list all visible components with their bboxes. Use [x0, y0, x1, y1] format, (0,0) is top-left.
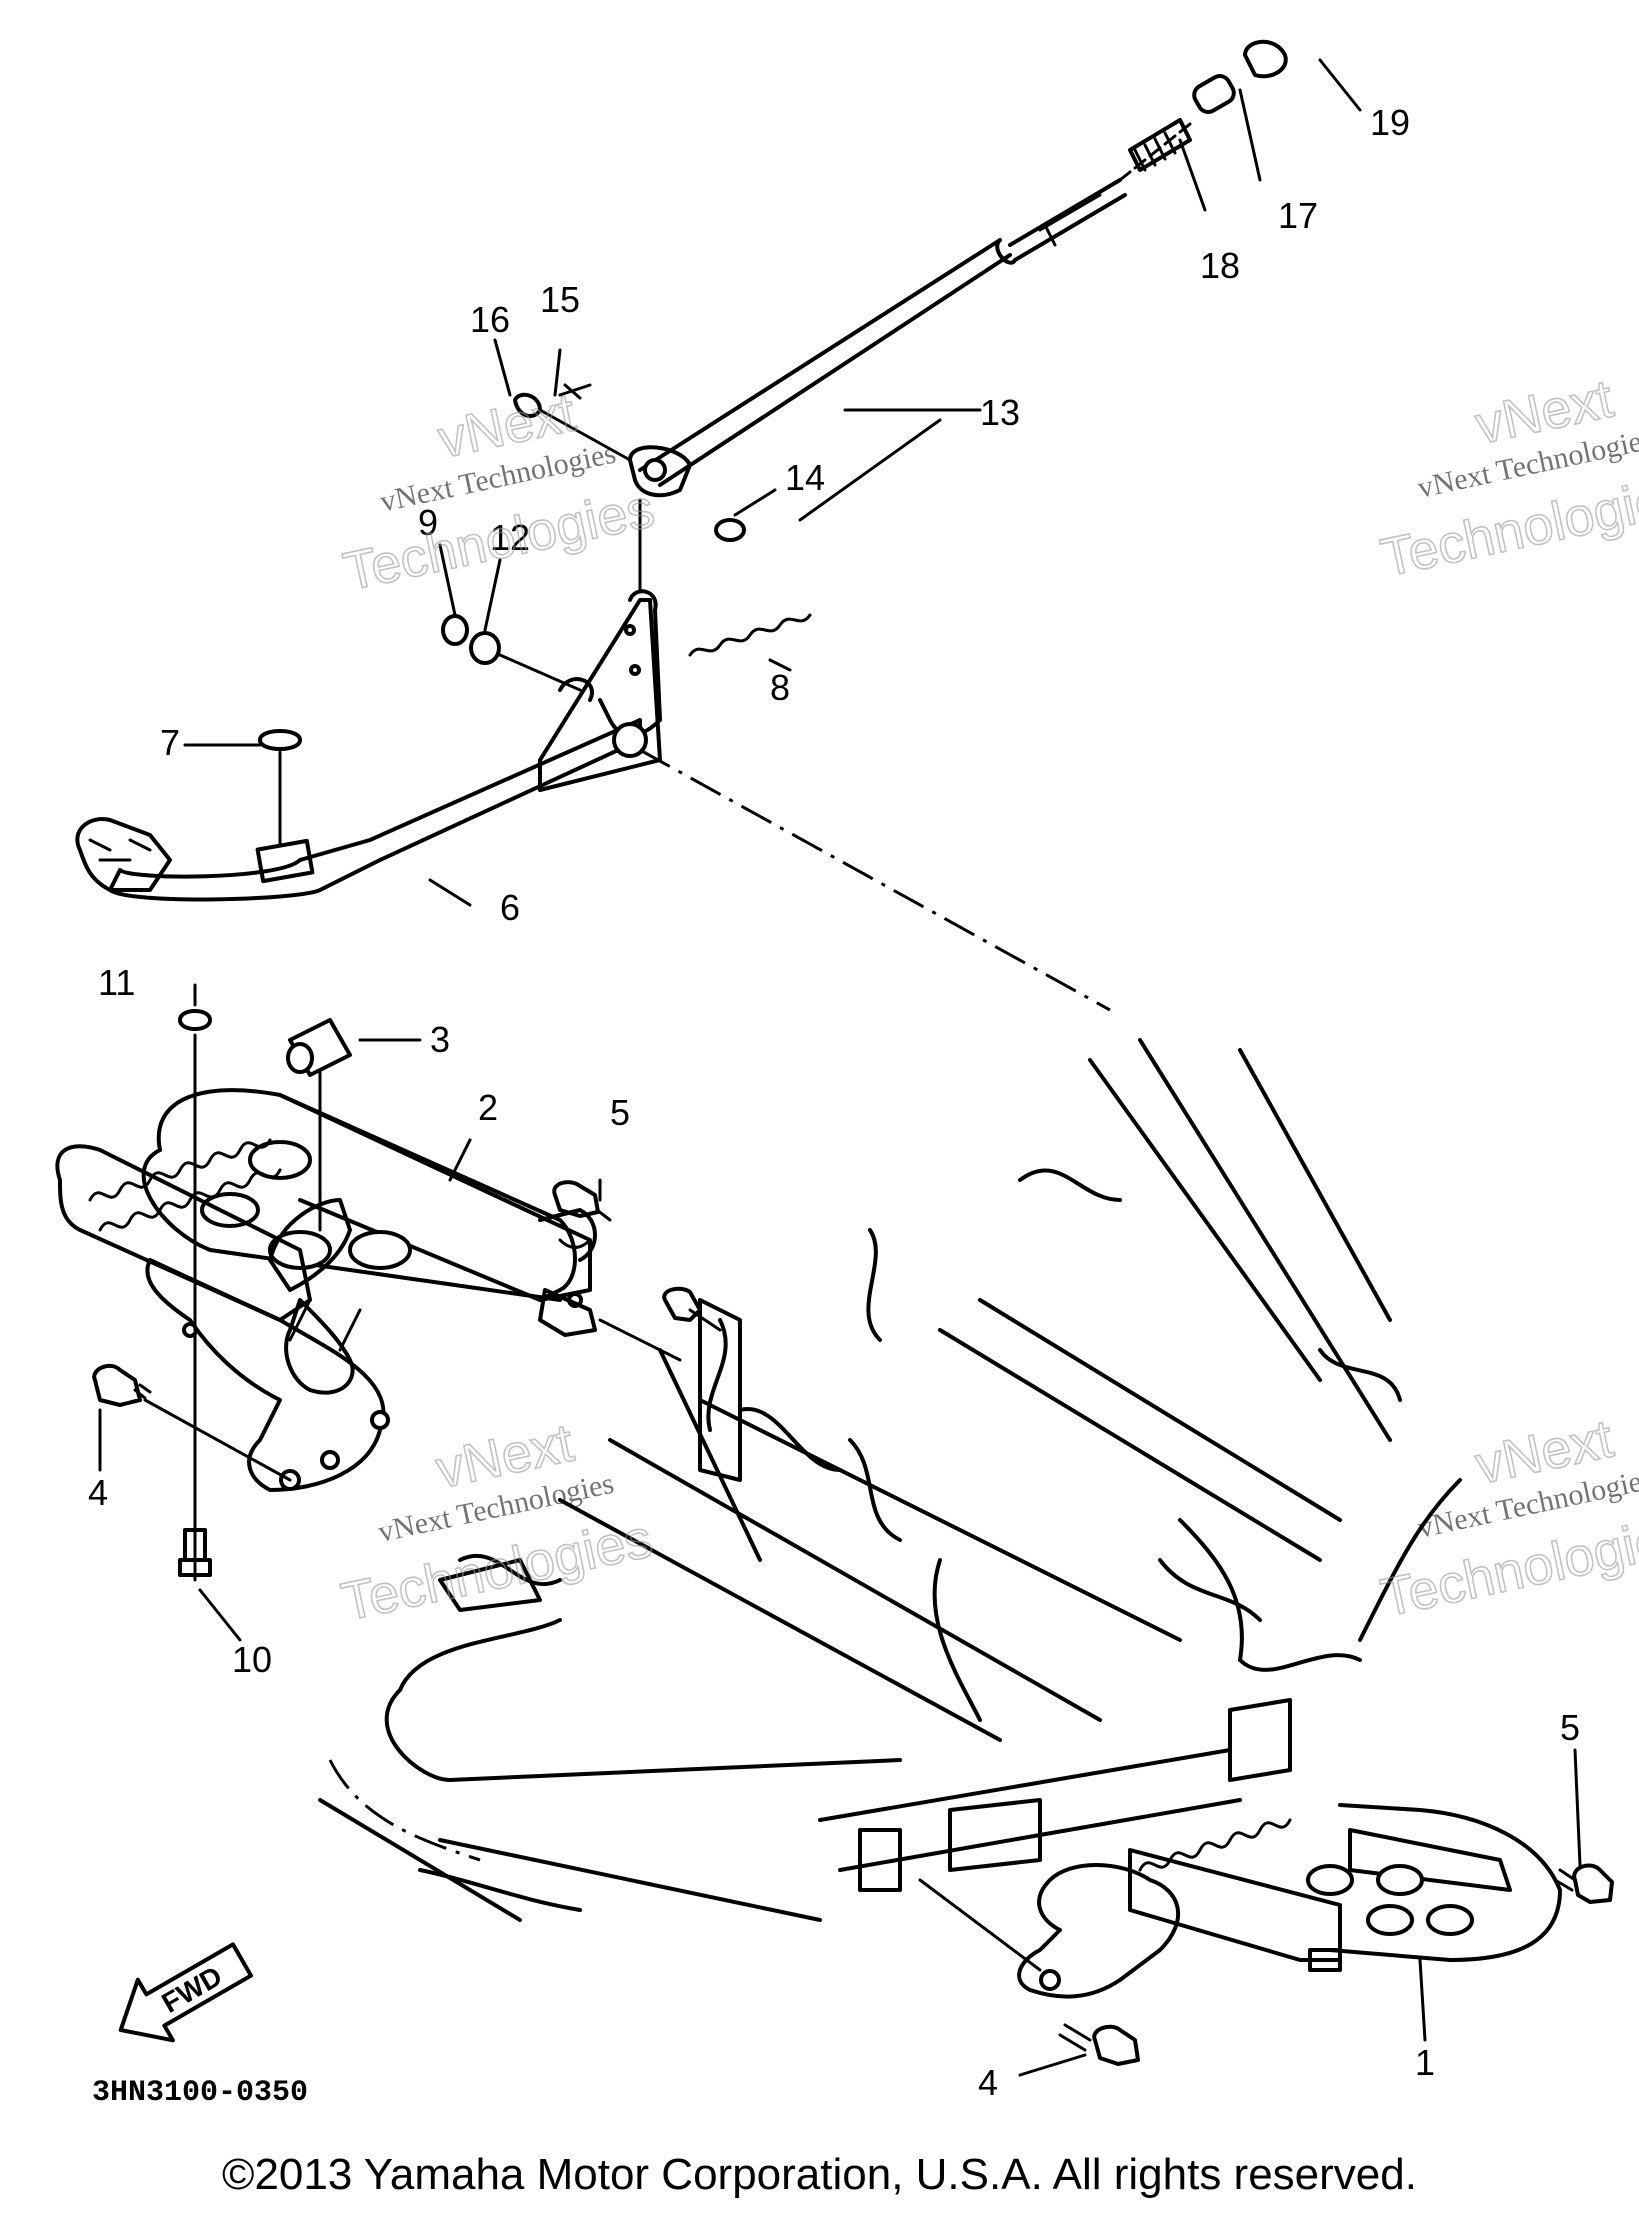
callout-11: 11	[98, 962, 135, 1003]
fwd-arrow: FWD	[118, 1942, 253, 2043]
footrest-hardware	[92, 1009, 722, 1582]
callout-8: 8	[770, 667, 790, 708]
callout-10: 10	[232, 1639, 272, 1680]
brake-pedal	[75, 589, 1111, 1012]
callout-17: 17	[1278, 195, 1318, 236]
callout-5-right: 5	[1560, 1707, 1580, 1748]
callout-18: 18	[1200, 245, 1240, 286]
watermarks: vNext Technologies vNext Technologies vN…	[336, 368, 1639, 1634]
callout-14: 14	[785, 457, 825, 498]
callout-2: 2	[478, 1087, 498, 1128]
callout-9: 9	[418, 502, 438, 543]
frame	[318, 1038, 1462, 1922]
callout-16: 16	[470, 299, 510, 340]
callout-labels: 19 17 18 15 16 13 14 9 12 8 7 6 11 3 2 5…	[88, 102, 1580, 2103]
brake-rod-assembly	[638, 39, 1288, 522]
leader-lines	[98, 58, 1582, 2077]
pivot-hardware	[441, 383, 746, 692]
callout-13: 13	[980, 392, 1020, 433]
callout-6: 6	[500, 887, 520, 928]
callout-5-left: 5	[610, 1092, 630, 1133]
callout-19: 19	[1370, 102, 1410, 143]
right-footrest	[918, 1803, 1562, 1999]
left-footrest	[55, 1088, 682, 1492]
drawing-code: 3HN3100-0350	[92, 2076, 308, 2110]
spring-8	[688, 613, 812, 657]
callout-15: 15	[540, 279, 580, 320]
callout-3: 3	[430, 1019, 450, 1060]
callout-12: 12	[490, 517, 530, 558]
callout-4-left: 4	[88, 1472, 108, 1513]
callout-1: 1	[1415, 2042, 1435, 2083]
callout-4-right: 4	[978, 2062, 998, 2103]
callout-7: 7	[160, 722, 180, 763]
copyright-notice: ©2013 Yamaha Motor Corporation, U.S.A. A…	[222, 2150, 1417, 2199]
right-footrest-bolts	[1058, 1863, 1614, 2066]
